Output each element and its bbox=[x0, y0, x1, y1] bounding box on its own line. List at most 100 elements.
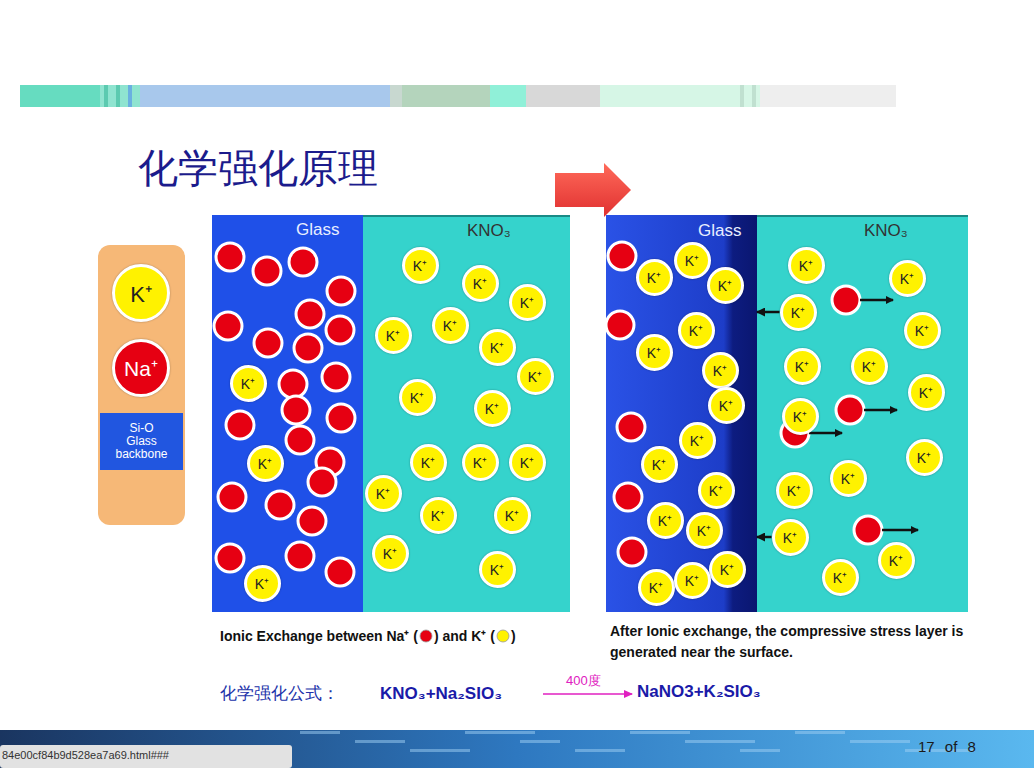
potassium-ion: K⁺ bbox=[708, 387, 745, 424]
step-arrow bbox=[555, 163, 631, 217]
ion-label: K⁺ bbox=[841, 469, 855, 488]
ion-label: K⁺ bbox=[473, 453, 487, 472]
potassium-ion: K⁺ bbox=[647, 502, 684, 539]
potassium-ion: K⁺ bbox=[674, 242, 711, 279]
potassium-ion: K⁺ bbox=[399, 379, 436, 416]
potassium-ion: K⁺ bbox=[375, 317, 412, 354]
ion-label: K⁺ bbox=[889, 551, 903, 570]
ion-label: K⁺ bbox=[649, 578, 663, 597]
ion-label: K⁺ bbox=[689, 321, 703, 340]
backbone-label: Si-O Glass backbone bbox=[114, 422, 170, 461]
potassium-ion: K⁺ bbox=[410, 444, 447, 481]
ion-label: K⁺ bbox=[709, 481, 723, 500]
footer-stripes bbox=[300, 731, 975, 752]
potassium-ion: K⁺ bbox=[772, 519, 809, 556]
ion-label: K⁺ bbox=[490, 338, 504, 357]
panel-edge bbox=[363, 215, 570, 217]
page-number: 17 of 8 bbox=[918, 738, 976, 755]
glass-fill bbox=[212, 215, 363, 612]
potassium-ion: K⁺ bbox=[904, 312, 941, 349]
sodium-dot bbox=[294, 334, 322, 362]
footer-band bbox=[0, 730, 1034, 768]
sodium-dot bbox=[327, 404, 355, 432]
ion-label: K⁺ bbox=[795, 357, 809, 376]
potassium-ion: K⁺ bbox=[517, 358, 554, 395]
sodium-ions bbox=[214, 242, 882, 586]
sodium-dot bbox=[216, 544, 244, 572]
potassium-ion: K⁺ bbox=[636, 334, 673, 371]
potassium-ion: K⁺ bbox=[908, 374, 945, 411]
panel-caption: ) and K⁺ ( bbox=[434, 626, 495, 645]
ion-label: K⁺ bbox=[787, 481, 801, 500]
reaction-condition: 400度 bbox=[566, 672, 601, 690]
sodium-dot bbox=[327, 277, 355, 305]
potassium-ion: K⁺ bbox=[479, 551, 516, 588]
sodium-dot bbox=[254, 329, 282, 357]
footer-stripe bbox=[795, 731, 845, 734]
ion-label: K⁺ bbox=[713, 361, 727, 380]
potassium-ion: K⁺ bbox=[230, 365, 267, 402]
potassium-ion: K⁺ bbox=[784, 348, 821, 385]
potassium-ion: K⁺ bbox=[780, 294, 817, 331]
potassium-ion: K⁺ bbox=[686, 512, 723, 549]
sodium-dot bbox=[608, 242, 636, 270]
potassium-ion: K⁺ bbox=[679, 422, 716, 459]
ion-label: K⁺ bbox=[647, 268, 661, 287]
legend-potassium: K⁺ bbox=[112, 264, 170, 322]
potassium-ion: K⁺ bbox=[509, 284, 546, 321]
solution-fill bbox=[757, 215, 968, 612]
sodium-dot bbox=[326, 316, 354, 344]
ion-label: K⁺ bbox=[697, 521, 711, 540]
ion-label: K⁺ bbox=[719, 396, 733, 415]
ion-label: K⁺ bbox=[130, 278, 152, 308]
ion-label: K⁺ bbox=[862, 357, 876, 376]
potassium-ion: K⁺ bbox=[247, 445, 284, 482]
sodium-dot bbox=[832, 286, 860, 314]
glass-region: GlassK⁺K⁺K⁺K⁺K⁺K⁺K⁺K⁺K⁺K⁺K⁺K⁺K⁺K⁺K⁺ bbox=[606, 215, 757, 612]
sodium-dot bbox=[606, 311, 634, 339]
ion-label: K⁺ bbox=[413, 256, 427, 275]
exchange-arrow bbox=[757, 536, 772, 539]
panel-caption: ) bbox=[511, 628, 516, 644]
formula-label: 化学强化公式： bbox=[220, 682, 380, 705]
ion-label: K⁺ bbox=[241, 374, 255, 393]
sodium-dot bbox=[266, 491, 294, 519]
potassium-ion: K⁺ bbox=[707, 267, 744, 304]
potassium-ion: K⁺ bbox=[372, 535, 409, 572]
sodium-dot bbox=[308, 468, 336, 496]
potassium-ion: K⁺ bbox=[432, 307, 469, 344]
sodium-dot bbox=[286, 426, 314, 454]
ion-label: K⁺ bbox=[410, 388, 424, 407]
sodium-dot bbox=[282, 396, 310, 424]
ion-label: K⁺ bbox=[386, 326, 400, 345]
potassium-ion: K⁺ bbox=[674, 562, 711, 599]
header-bar bbox=[20, 85, 896, 107]
ion-label: K⁺ bbox=[490, 560, 504, 579]
potassium-ion: K⁺ bbox=[878, 542, 915, 579]
ion-label: K⁺ bbox=[658, 511, 672, 530]
ion-label: K⁺ bbox=[520, 293, 534, 312]
sodium-dot bbox=[326, 558, 354, 586]
ion-label: K⁺ bbox=[485, 399, 499, 418]
ion-label: K⁺ bbox=[720, 560, 734, 579]
sodium-dot bbox=[296, 300, 324, 328]
panel-edge bbox=[757, 215, 968, 217]
potassium-ion: K⁺ bbox=[851, 348, 888, 385]
footer-stripe bbox=[410, 749, 470, 752]
ion-label: K⁺ bbox=[685, 571, 699, 590]
ion-label: K⁺ bbox=[647, 343, 661, 362]
footer-stripe bbox=[520, 740, 560, 743]
footer-stripe bbox=[685, 740, 755, 743]
glass-region: GlassK⁺K⁺K⁺ bbox=[212, 215, 363, 612]
potassium-ion: K⁺ bbox=[702, 352, 739, 389]
ion-label: K⁺ bbox=[421, 453, 435, 472]
ion-label: K⁺ bbox=[520, 453, 534, 472]
solution-region: KNO₃K⁺K⁺K⁺K⁺K⁺K⁺K⁺K⁺K⁺K⁺K⁺K⁺K⁺K⁺ bbox=[757, 215, 968, 612]
potassium-ion: K⁺ bbox=[402, 247, 439, 284]
exchange-arrow bbox=[757, 311, 780, 314]
ion-label: K⁺ bbox=[473, 274, 487, 293]
potassium-ion: K⁺ bbox=[365, 475, 402, 512]
sodium-dot bbox=[854, 516, 882, 544]
potassium-ion: K⁺ bbox=[420, 497, 457, 534]
